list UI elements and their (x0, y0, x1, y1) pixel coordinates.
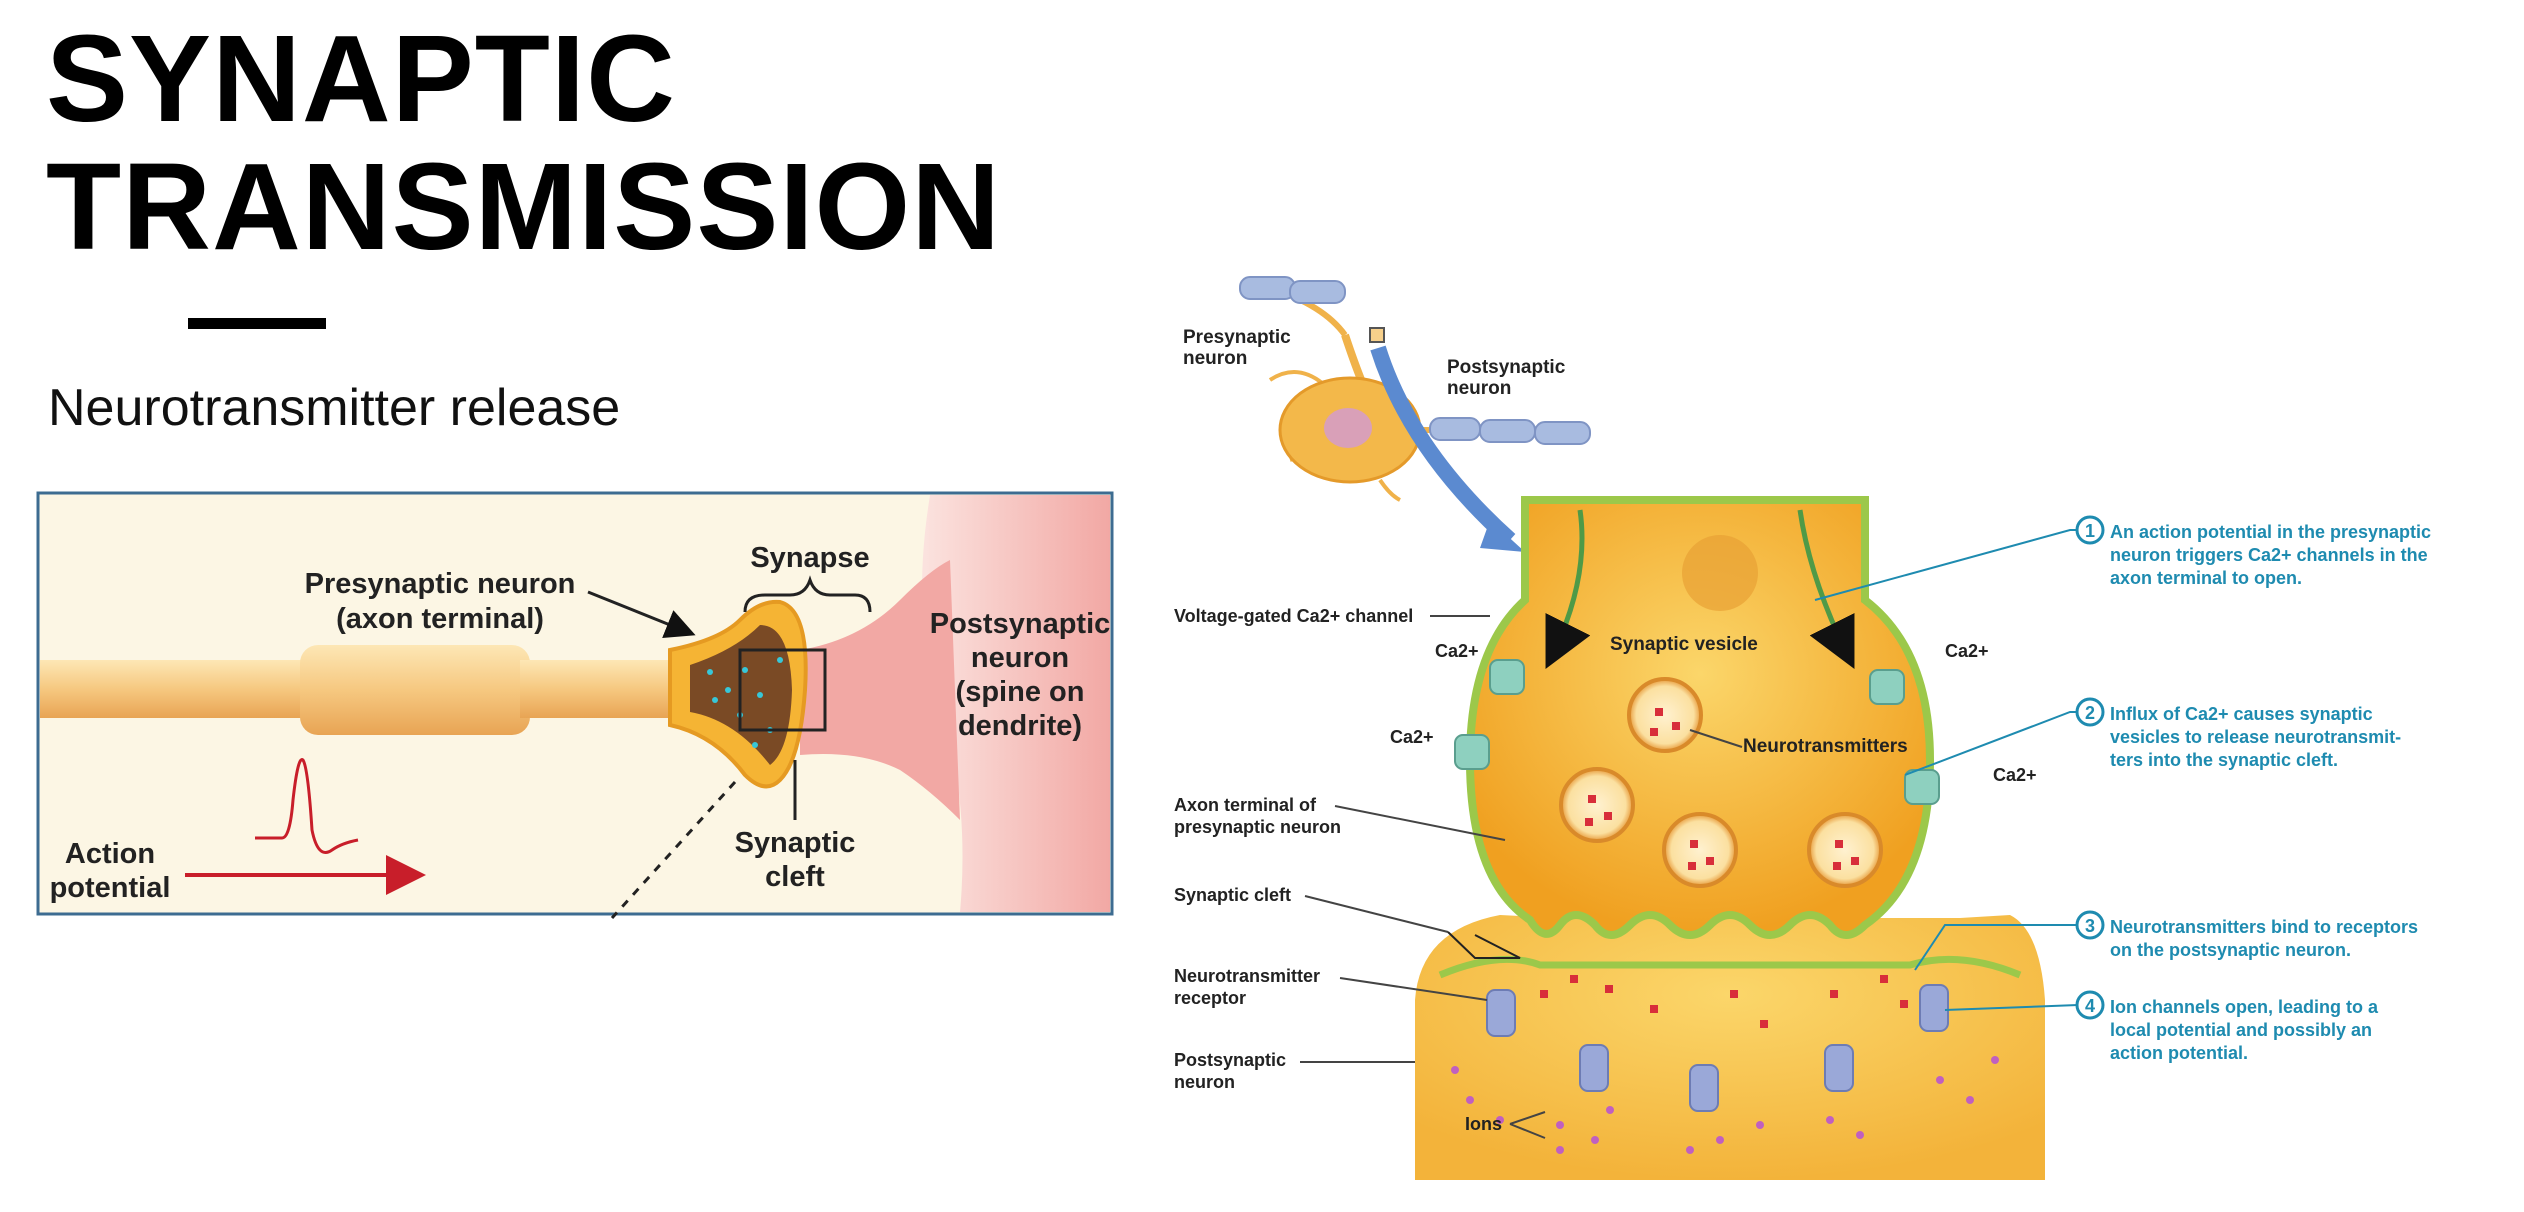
zoom-arrow-shaft (1370, 345, 1516, 546)
receptor-pointer (1339, 977, 1488, 1001)
presynaptic-pointer (587, 590, 696, 638)
left-postsynaptic-label-4: dendrite) (958, 710, 1082, 742)
ions-label: Ions (1465, 1114, 1502, 1134)
neurotransmitters-pointer (1689, 729, 1743, 748)
subtitle: Neurotransmitter release (48, 379, 621, 437)
title-line-1: SYNAPTIC (46, 11, 676, 148)
axon-terminal-pointer (1334, 805, 1506, 841)
axon-terminal-label-1: Axon terminal of (1174, 795, 1317, 815)
step-4-line-2: local potential and possibly an (2110, 1020, 2372, 1040)
cleft-bracket (1447, 931, 1521, 959)
left-synapse-figure: Synapse Presynaptic neuron (axon termina… (36, 491, 1114, 920)
zoom-box (738, 648, 827, 732)
step-2-number: 2 (2085, 703, 2095, 723)
step-callouts: 1 2 3 4 (1814, 515, 2105, 1020)
step-1-line-1: An action potential in the presynaptic (2110, 522, 2431, 542)
action-label-2: potential (50, 872, 171, 904)
ap-arrow-left (1545, 509, 1591, 669)
left-presynaptic-label-2: (axon terminal) (336, 603, 544, 635)
neuron-overview (1239, 276, 1591, 552)
ca-label-3: Ca2+ (1945, 641, 1989, 661)
neurotransmitters-label: Neurotransmitters (1743, 736, 1908, 757)
right-postsynaptic-label-2: neuron (1447, 378, 1511, 399)
step-2-line-2: vesicles to release neurotransmit- (2110, 727, 2401, 747)
axon-terminal-label-2: presynaptic neuron (1174, 817, 1341, 837)
postsynaptic-label-b1: Postsynaptic (1174, 1050, 1286, 1070)
right-synapse-figure: Presynaptic neuron Postsynaptic neuron (1174, 276, 2431, 1180)
synaptic-cleft-label: Synaptic cleft (1174, 885, 1291, 905)
page-title: SYNAPTIC TRANSMISSION (46, 16, 1001, 272)
receptor-label-2: receptor (1174, 988, 1246, 1008)
step-4-badge (2075, 990, 2105, 1020)
left-postsynaptic-label-2: neuron (971, 642, 1069, 674)
title-underline (188, 318, 326, 329)
postsynaptic-membrane (1438, 955, 2022, 979)
ions-pointer (1509, 1111, 1546, 1139)
left-cleft-label-1: Synaptic (735, 827, 856, 859)
step-3-line-2: on the postsynaptic neuron. (2110, 940, 2351, 960)
action-potential-trace (255, 758, 359, 854)
left-presynaptic-label-1: Presynaptic neuron (305, 568, 576, 600)
step-2-badge (2075, 697, 2105, 727)
step-1-line-3: axon terminal to open. (2110, 568, 2302, 588)
step-1-badge (2075, 515, 2105, 545)
postsynaptic-neuron-body (1415, 915, 2045, 1180)
ca-label-2: Ca2+ (1390, 727, 1434, 747)
neurotransmitter-molecules (1540, 708, 1908, 1028)
ap-arrow-right (1797, 509, 1855, 669)
step-3-badge (2075, 910, 2105, 940)
receptors (1486, 984, 1949, 1112)
vgcc-label: Voltage-gated Ca2+ channel (1174, 606, 1413, 626)
action-label-1: Action (65, 838, 155, 870)
step-4-number: 4 (2085, 996, 2095, 1016)
mitochondrion (1682, 535, 1758, 611)
ca-label-1: Ca2+ (1435, 641, 1479, 661)
synapse-label: Synapse (750, 542, 869, 574)
step-1-line-2: neuron triggers Ca2+ channels in the (2110, 545, 2428, 565)
postsynaptic-label-b2: neuron (1174, 1072, 1235, 1092)
right-postsynaptic-label-1: Postsynaptic (1447, 357, 1566, 378)
synaptic-vesicles (1559, 677, 1883, 888)
left-cleft-label-2: cleft (765, 861, 825, 893)
step-2-line-1: Influx of Ca2+ causes synaptic (2110, 704, 2373, 724)
synaptic-cleft-pointer (1304, 895, 1449, 933)
receptor-label-1: Neurotransmitter (1174, 966, 1320, 986)
step-3-number: 3 (2085, 916, 2095, 936)
right-presynaptic-label-1: Presynaptic (1183, 327, 1291, 348)
left-postsynaptic-label-3: (spine on (956, 676, 1085, 708)
step-1-number: 1 (2085, 521, 2095, 541)
title-line-2: TRANSMISSION (46, 139, 1002, 276)
left-postsynaptic-label-1: Postsynaptic (930, 608, 1111, 640)
dendritic-spine (800, 560, 960, 820)
synapse-brace (743, 575, 872, 613)
right-presynaptic-label-2: neuron (1183, 348, 1247, 369)
zoom-arrow-head (1480, 520, 1525, 552)
ca-channels (1454, 659, 1940, 805)
myelin-sheath (300, 645, 530, 735)
ca-label-4: Ca2+ (1993, 765, 2037, 785)
postsynaptic-region (922, 495, 1110, 912)
axon-segment (40, 660, 310, 718)
step-2-line-3: ters into the synaptic cleft. (2110, 750, 2338, 770)
synaptic-vesicle-label: Synaptic vesicle (1610, 634, 1758, 655)
step-4-line-1: Ion channels open, leading to a (2110, 997, 2379, 1017)
ions (1451, 1056, 1999, 1154)
step-4-line-3: action potential. (2110, 1043, 2248, 1063)
axon-segment-2 (520, 660, 680, 718)
step-3-line-1: Neurotransmitters bind to receptors (2110, 917, 2418, 937)
